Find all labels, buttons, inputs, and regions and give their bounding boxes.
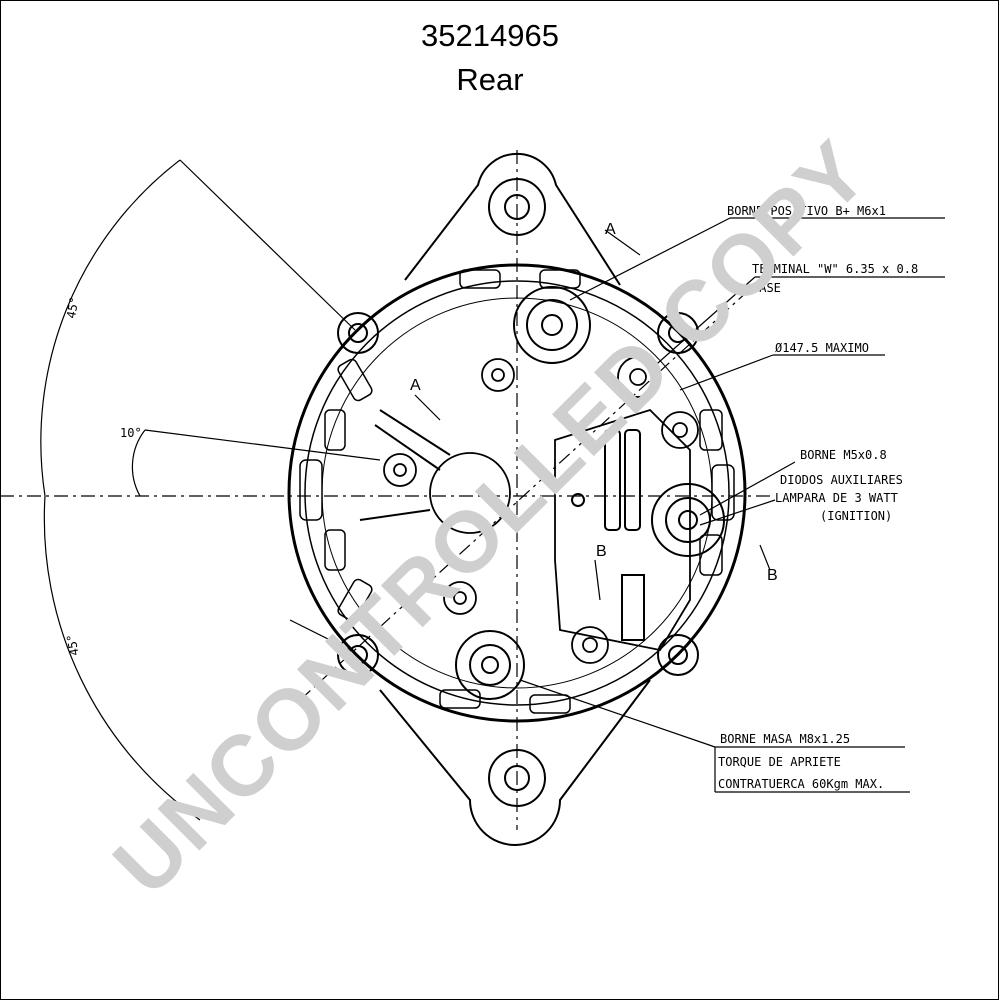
centerlines — [0, 150, 770, 830]
part-number: 35214965 — [421, 18, 559, 53]
angle-top: 45° — [64, 296, 82, 320]
callout-borne-m5: BORNE M5x0.8 — [800, 448, 887, 462]
section-lines — [414, 229, 771, 601]
section-a-upper: A — [605, 221, 616, 238]
section-b-inner: B — [596, 543, 607, 560]
callout-diameter: Ø147.5 MAXIMO — [775, 341, 869, 355]
angle-mid: 10° — [120, 426, 142, 440]
positive-terminal — [513, 286, 591, 364]
callout-torque: TORQUE DE APRIETE — [718, 755, 841, 769]
section-a-inner: A — [410, 377, 421, 394]
center-hub — [429, 452, 511, 534]
callout-ignition: (IGNITION) — [820, 509, 892, 523]
callout-lampara: LAMPARA DE 3 WATT — [775, 491, 898, 505]
angle-dimensions — [40, 159, 381, 821]
angle-bottom: 45° — [64, 633, 82, 657]
internal-nuts — [383, 356, 699, 664]
callout-positive: BORNE POSITIVO B+ M6x1 — [727, 204, 886, 218]
callout-masa: BORNE MASA M8x1.25 — [720, 732, 850, 746]
callout-fase: FASE — [752, 281, 781, 295]
bottom-mounting-ear — [379, 679, 651, 846]
leader-lines — [519, 217, 945, 793]
regulator-plate — [554, 408, 691, 652]
corner-bolts — [337, 312, 699, 676]
watermark: UNCONTROLLED COPY — [96, 122, 887, 913]
view-label: Rear — [456, 62, 524, 97]
m5-terminal — [651, 483, 725, 557]
callout-terminal-w: TERMINAL "W" 6.35 x 0.8 — [752, 262, 918, 276]
ground-terminal — [455, 630, 525, 700]
callout-diodos: DIODOS AUXILIARES — [780, 473, 903, 487]
cooling-slots — [299, 269, 735, 714]
callout-contratuerca: CONTRATUERCA 60Kgm MAX. — [718, 777, 884, 791]
section-b-right: B — [767, 567, 778, 584]
